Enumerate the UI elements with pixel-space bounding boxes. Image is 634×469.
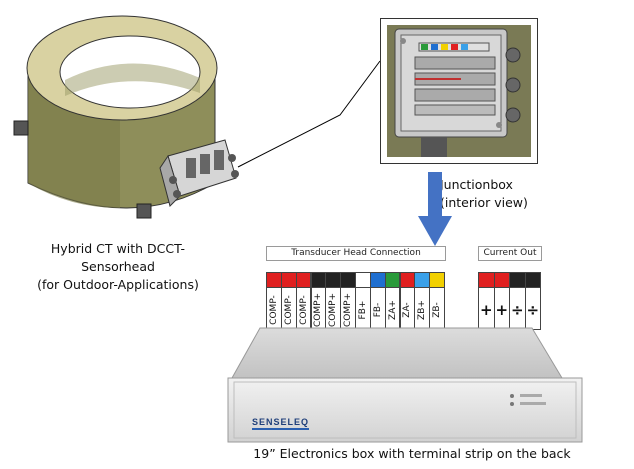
junctionbox-caption: Junctionbox (interior view) bbox=[440, 176, 540, 212]
transducer-terminal-label: ZB+ bbox=[417, 300, 428, 320]
ct-caption-line2: Sensorhead bbox=[81, 259, 155, 274]
current-out-terminal-label: + bbox=[495, 301, 509, 319]
transducer-terminal: ZA+ bbox=[384, 272, 401, 330]
ct-caption: Hybrid CT with DCCT- Sensorhead (for Out… bbox=[18, 240, 218, 294]
transducer-terminal-label: COMP+ bbox=[343, 292, 354, 328]
transducer-terminal: FB- bbox=[369, 272, 386, 330]
current-out-terminal-label: ÷ bbox=[526, 301, 540, 319]
ct-sensor-image bbox=[13, 15, 239, 219]
current-out-terminal: + bbox=[478, 272, 495, 330]
current-out-terminal-color bbox=[510, 273, 525, 288]
transducer-terminal-color bbox=[326, 273, 341, 288]
transducer-terminal-label: COMP+ bbox=[313, 292, 324, 328]
transducer-terminal-label: ZA+ bbox=[387, 300, 398, 320]
junctionbox-caption-line1: Junctionbox bbox=[440, 177, 513, 192]
current-out-terminal-strip: ++÷÷ bbox=[478, 272, 541, 330]
transducer-terminal-label: COMP- bbox=[283, 295, 294, 325]
transducer-terminal-color bbox=[356, 273, 370, 288]
transducer-terminal-color bbox=[385, 273, 400, 288]
transducer-terminal: COMP- bbox=[280, 272, 297, 330]
current-out-terminal-color bbox=[525, 273, 540, 288]
transducer-terminal: COMP- bbox=[266, 272, 282, 330]
transducer-terminal-label: FB- bbox=[372, 302, 383, 318]
transducer-header: Transducer Head Connection bbox=[266, 246, 446, 261]
transducer-terminal-color bbox=[296, 273, 311, 288]
junctionbox-interior-image bbox=[387, 25, 531, 157]
current-out-terminal: ÷ bbox=[524, 272, 541, 330]
transducer-terminal-color bbox=[267, 273, 281, 288]
down-arrow-icon bbox=[418, 172, 452, 246]
transducer-terminal-color bbox=[370, 273, 385, 288]
transducer-terminal-label: COMP- bbox=[268, 295, 279, 325]
transducer-terminal-label: COMP+ bbox=[328, 292, 339, 328]
transducer-terminal-label: ZB- bbox=[432, 302, 443, 318]
transducer-terminal-color bbox=[415, 273, 430, 288]
transducer-terminal: ZA- bbox=[399, 272, 416, 330]
transducer-terminal-color bbox=[430, 273, 444, 288]
transducer-terminal-color bbox=[341, 273, 355, 288]
transducer-terminal-strip: COMP-COMP-COMP-COMP+COMP+COMP+FB+FB-ZA+Z… bbox=[266, 272, 445, 330]
transducer-terminal-color bbox=[311, 273, 326, 288]
current-out-terminal-label: ÷ bbox=[510, 301, 524, 319]
current-out-header: Current Out bbox=[478, 246, 542, 261]
transducer-terminal-label: ZA- bbox=[402, 302, 413, 318]
transducer-terminal-color bbox=[281, 273, 296, 288]
transducer-terminal: COMP+ bbox=[310, 272, 327, 330]
transducer-terminal-label: COMP- bbox=[298, 295, 309, 325]
transducer-terminal: COMP+ bbox=[340, 272, 356, 330]
ct-caption-line1: Hybrid CT with DCCT- bbox=[50, 241, 186, 256]
junctionbox-inset bbox=[380, 18, 538, 164]
transducer-terminal-label: FB+ bbox=[357, 300, 368, 320]
transducer-terminal: ZB+ bbox=[414, 272, 431, 330]
transducer-terminal: COMP- bbox=[295, 272, 312, 330]
electronics-caption: 19” Electronics box with terminal strip … bbox=[253, 446, 571, 461]
current-out-terminal: + bbox=[493, 272, 510, 330]
electronics-box-image bbox=[227, 327, 583, 443]
current-out-terminal-color bbox=[479, 273, 494, 288]
transducer-terminal: FB+ bbox=[355, 272, 371, 330]
transducer-terminal: ZB- bbox=[429, 272, 445, 330]
callout-line bbox=[237, 60, 381, 168]
current-out-terminal: ÷ bbox=[509, 272, 526, 330]
transducer-terminal: COMP+ bbox=[325, 272, 342, 330]
transducer-terminal-color bbox=[400, 273, 415, 288]
current-out-terminal-color bbox=[494, 273, 509, 288]
brand-logo: SENSELEQ bbox=[252, 417, 310, 430]
current-out-terminal-label: + bbox=[479, 301, 493, 319]
junctionbox-caption-line2: (interior view) bbox=[440, 195, 528, 210]
ct-caption-line3: (for Outdoor-Applications) bbox=[37, 277, 199, 292]
